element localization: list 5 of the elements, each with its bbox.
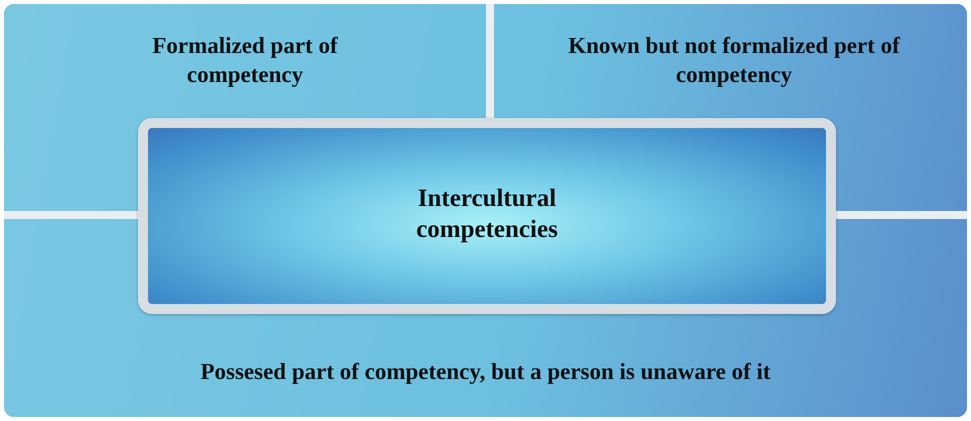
panel-text: Possesed part of competency, but a person is unaware of it bbox=[199, 358, 772, 386]
panel-text: Intercultural competencies bbox=[415, 184, 559, 246]
center-box bbox=[138, 118, 836, 314]
panel-text: Formalized part of competency bbox=[151, 32, 339, 89]
panel-text: Known but not formalized pert of competency bbox=[567, 32, 901, 89]
